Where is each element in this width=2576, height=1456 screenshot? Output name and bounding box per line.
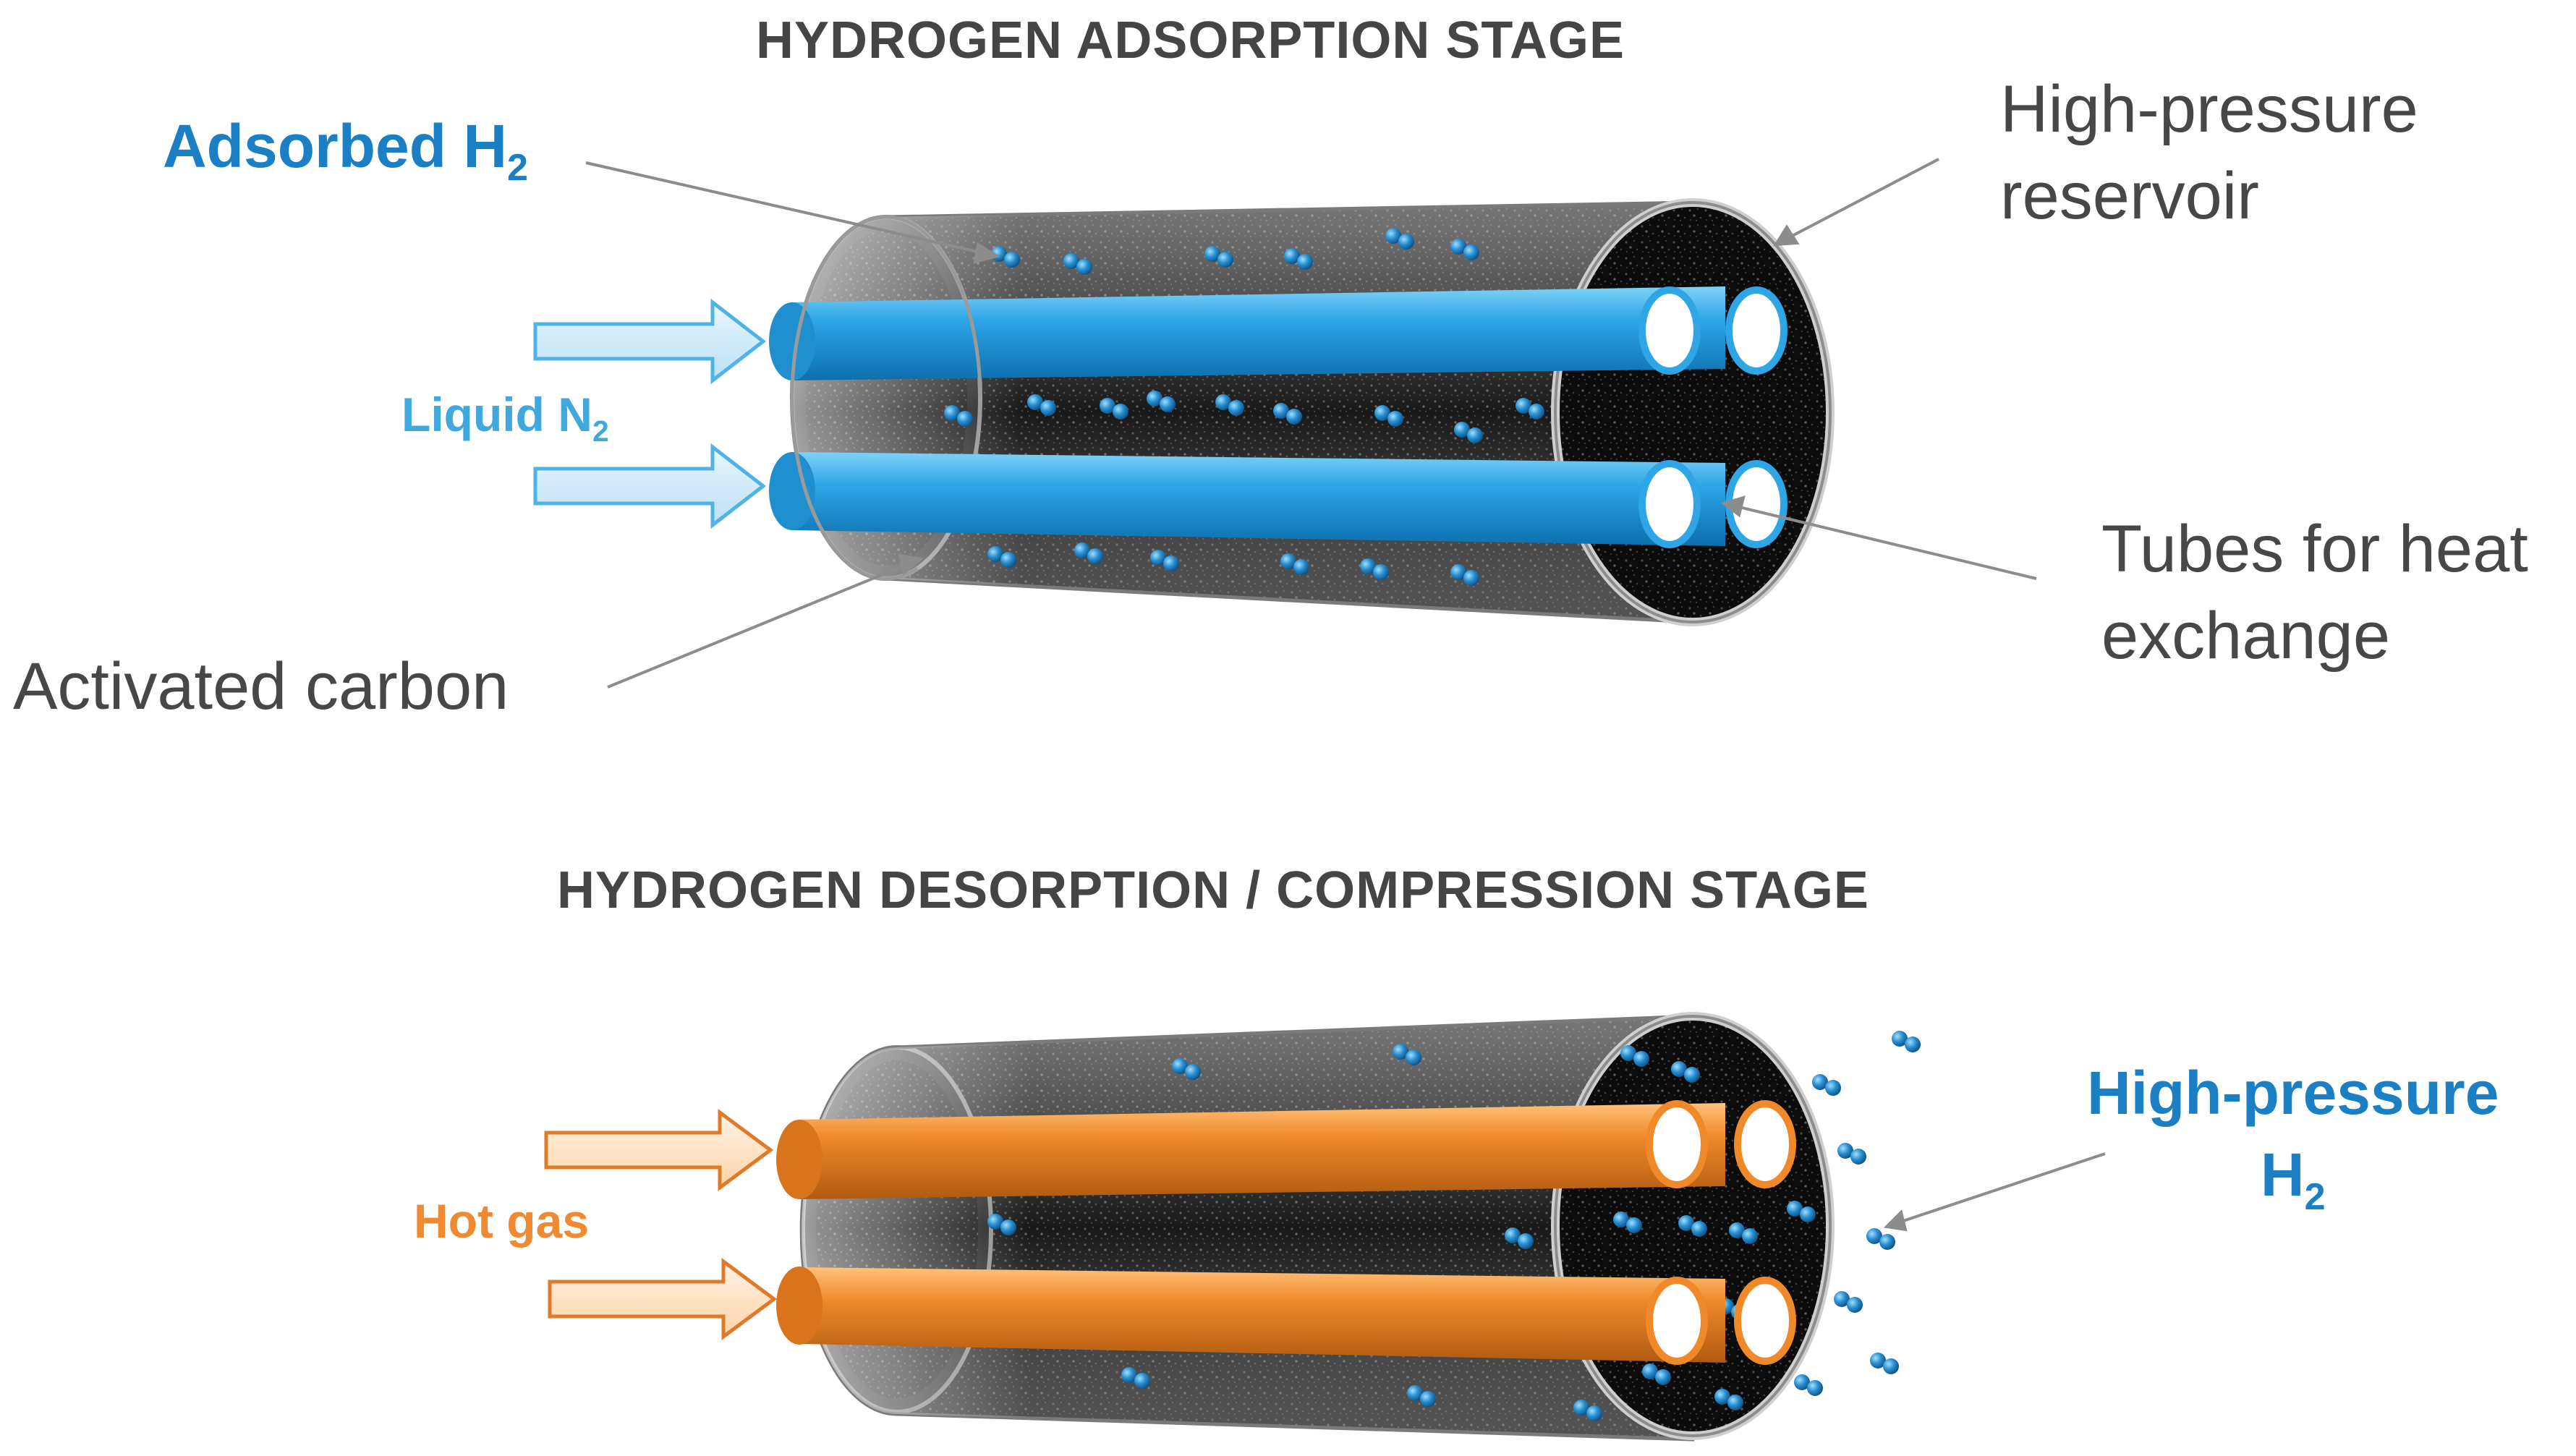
adsorption-reservoir [769,198,1835,626]
tubes-label: Tubes for heat exchange [2101,506,2528,679]
arrow-right-icon [533,298,767,385]
reservoir-label: High-pressure reservoir [2000,67,2418,239]
liquid-n2-label: Liquid N2 [401,388,609,446]
high-pressure-h2-line1: High-pressure [2087,1059,2499,1127]
high-pressure-h2-subscript: 2 [2304,1175,2326,1218]
adsorbed-h2-main: Adsorbed H [163,112,508,180]
arrow-right-icon [533,443,767,529]
liquid-n2-inlet-arrows [533,298,767,529]
tubes-label-line1: Tubes for heat [2101,512,2528,586]
desorption-stage-title: HYDROGEN DESORPTION / COMPRESSION STAGE [557,861,1869,919]
liquid-n2-subscript: 2 [592,414,609,448]
reservoir-label-line1: High-pressure [2000,72,2418,146]
high-pressure-h2-main: H [2260,1141,2305,1209]
hot-gas-inlet-arrows [544,1109,778,1340]
heat-exchange-tubes-orange [776,1100,1796,1365]
adsorbed-h2-label: Adsorbed H2 [163,116,528,187]
heat-exchange-tubes-blue [769,286,1788,548]
adsorbed-h2-subscript: 2 [507,147,528,190]
high-pressure-h2-line2: H2 [2087,1134,2499,1218]
adsorption-stage-title: HYDROGEN ADSORPTION STAGE [756,12,1625,69]
callout-leader-lines-bottom [1883,1152,2106,1232]
arrow-right-icon [548,1258,778,1340]
desorption-reservoir [776,1012,1835,1442]
tubes-label-line2: exchange [2101,598,2390,673]
high-pressure-h2-label: High-pressure H2 [2087,1052,2499,1218]
hot-gas-label: Hot gas [414,1194,590,1248]
liquid-n2-main: Liquid N [401,388,592,441]
reservoir-label-line2: reservoir [2000,158,2259,233]
arrow-right-icon [544,1109,774,1191]
callout-leader-lines-top [585,158,2037,689]
activated-carbon-label: Activated carbon [13,650,509,723]
